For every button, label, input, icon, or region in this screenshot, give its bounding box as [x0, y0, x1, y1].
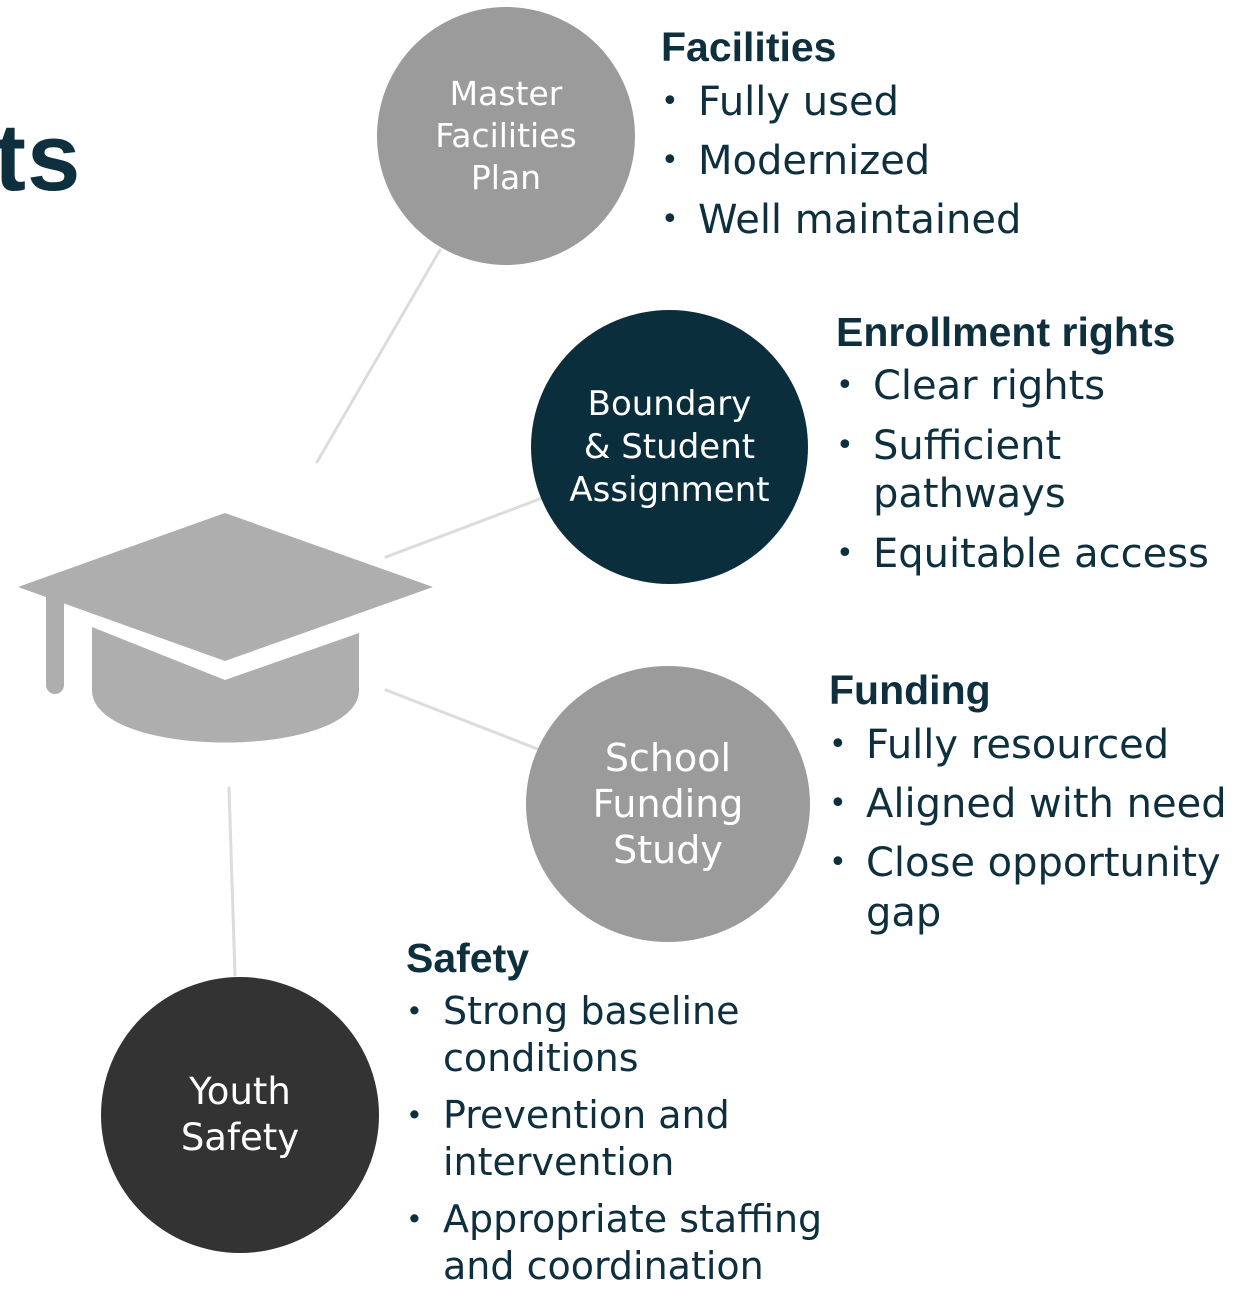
list-item: Modernized	[661, 136, 1181, 186]
list-item: Fully used	[661, 77, 1181, 127]
connector-boundary	[384, 495, 547, 559]
list-item: Equitable access	[836, 530, 1236, 578]
youth-safety-node: Youth Safety	[101, 977, 379, 1253]
safety-list: Strong baseline conditions Prevention an…	[406, 988, 836, 1290]
list-item: Appropriate staffing and coordination	[406, 1196, 836, 1290]
safety-block: Safety Strong baseline conditions Preven…	[406, 934, 836, 1300]
enrollment-rights-block: Enrollment rights Clear rights Sufficien…	[836, 308, 1236, 590]
list-item: Strong baseline conditions	[406, 988, 836, 1082]
enrollment-rights-list: Clear rights Sufficient pathways Equitab…	[836, 362, 1236, 578]
funding-heading: Funding	[829, 667, 991, 713]
funding-list: Fully resourced Aligned with need Close …	[829, 720, 1234, 938]
list-item: Prevention and intervention	[406, 1092, 836, 1186]
list-item: Sufficient pathways	[836, 422, 1236, 518]
connector-youth	[227, 786, 237, 977]
list-item: Aligned with need	[829, 779, 1234, 829]
facilities-heading: Facilities	[661, 24, 837, 70]
school-funding-study-label: School Funding Study	[592, 736, 744, 872]
facilities-block: Facilities Fully used Modernized Well ma…	[661, 23, 1181, 254]
list-item: Clear rights	[836, 362, 1236, 410]
youth-safety-label: Youth Safety	[180, 1070, 300, 1159]
page-title-fragment: ts	[0, 104, 82, 211]
list-item: Close opportunity gap	[829, 838, 1234, 938]
master-facilities-plan-node: Master Facilities Plan	[377, 7, 635, 265]
connector-facilities	[315, 248, 442, 464]
funding-block: Funding Fully resourced Aligned with nee…	[829, 666, 1234, 947]
graduation-cap-icon	[18, 513, 433, 743]
facilities-list: Fully used Modernized Well maintained	[661, 77, 1181, 245]
connector-lines	[227, 248, 547, 977]
list-item: Fully resourced	[829, 720, 1234, 770]
boundary-student-assignment-label: Boundary & Student Assignment	[569, 383, 770, 510]
safety-heading: Safety	[406, 935, 530, 981]
cap-board	[18, 513, 433, 661]
school-funding-study-node: School Funding Study	[526, 666, 810, 942]
connector-funding	[384, 688, 542, 752]
cap-base	[92, 627, 359, 743]
list-item: Well maintained	[661, 195, 1181, 245]
enrollment-rights-heading: Enrollment rights	[836, 309, 1176, 355]
boundary-student-assignment-node: Boundary & Student Assignment	[531, 310, 808, 584]
master-facilities-plan-label: Master Facilities Plan	[435, 74, 577, 197]
